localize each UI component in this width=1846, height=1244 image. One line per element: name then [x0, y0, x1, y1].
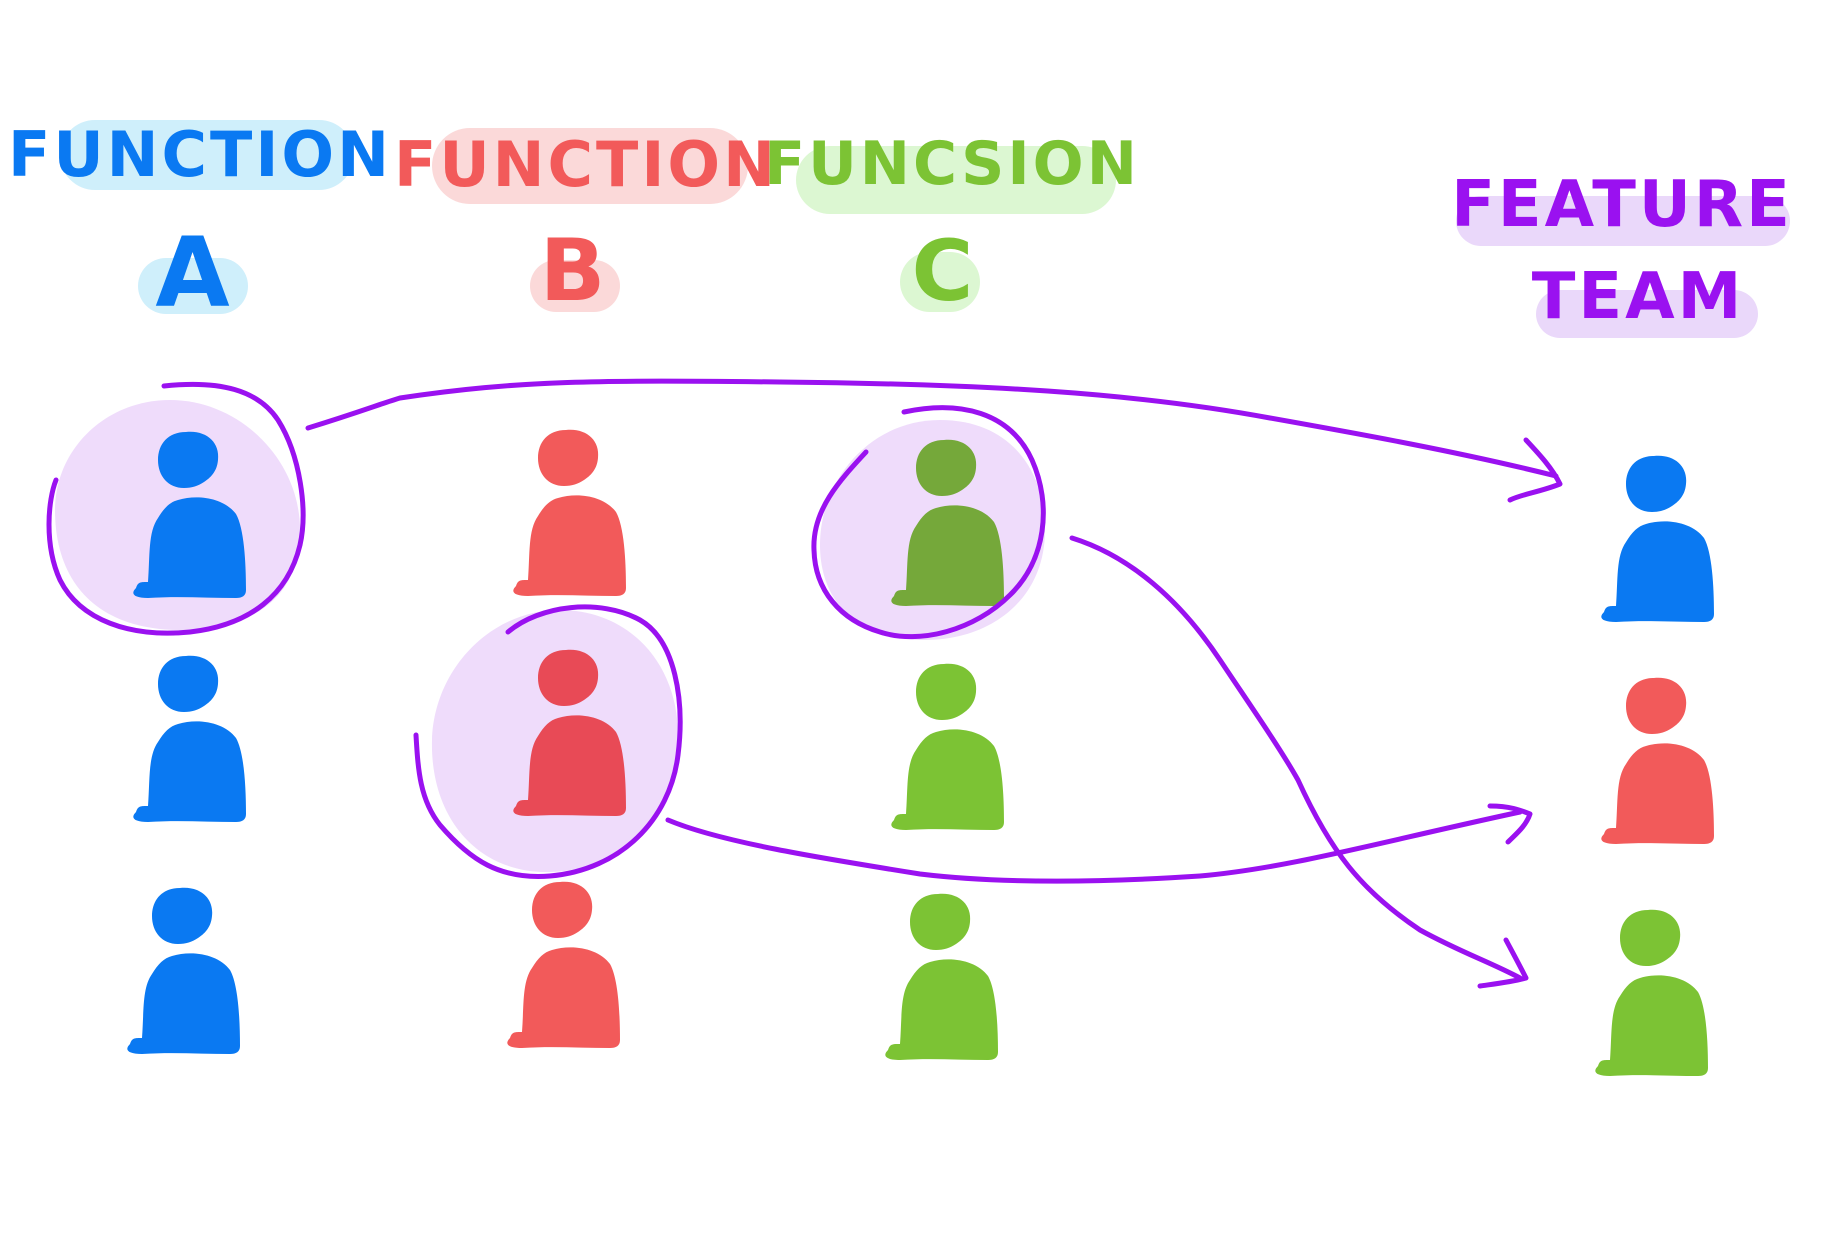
function-c-heading-highlight	[796, 146, 1116, 214]
person-icon-a3	[127, 887, 240, 1054]
function-a-heading-letter: A	[155, 217, 232, 329]
feature-team-heading: FEATURE TEAM	[1451, 168, 1793, 338]
feature-team-heading-line1: FEATURE	[1451, 168, 1793, 242]
selection-circle-c	[811, 405, 1046, 640]
function-a-letter-highlight	[138, 258, 248, 314]
person-icon-c2	[891, 663, 1004, 830]
function-a-heading-word: FUNCTION	[8, 118, 392, 191]
selection-circle-a	[46, 381, 306, 636]
selection-circle-b	[413, 604, 683, 880]
person-icon-team-red	[1601, 677, 1714, 844]
arrow-b-to-team	[665, 809, 1523, 884]
function-c-heading: FUNCSION C	[764, 129, 1140, 320]
arrow-head-c	[1477, 937, 1529, 989]
arrow-a-to-team	[305, 378, 1559, 479]
feature-team-heading-line2: TEAM	[1532, 260, 1745, 334]
arrows	[305, 378, 1563, 989]
function-a-heading: FUNCTION A	[8, 118, 392, 329]
arrow-c-to-team	[1069, 535, 1523, 981]
function-b-heading-highlight	[432, 128, 748, 204]
feature-team-line1-highlight	[1456, 196, 1790, 246]
arrow-head-a	[1507, 437, 1563, 503]
person-icon-team-blue	[1601, 455, 1714, 622]
person-icon-c3	[885, 893, 998, 1060]
function-b-letter-highlight	[530, 260, 620, 312]
function-b-heading-letter: B	[540, 221, 609, 321]
function-c-heading-word: FUNCSION	[764, 129, 1140, 199]
arrow-head-b	[1487, 803, 1533, 845]
person-icon-a2	[133, 655, 246, 822]
person-icon-team-green	[1595, 909, 1708, 1076]
function-a-heading-highlight	[60, 120, 354, 190]
function-c-letter-highlight	[900, 252, 980, 312]
function-b-heading: FUNCTION B	[394, 128, 778, 321]
function-b-heading-word: FUNCTION	[394, 128, 778, 201]
feature-team-line2-highlight	[1536, 290, 1758, 338]
person-icon-b1	[513, 429, 626, 596]
function-c-heading-letter: C	[912, 222, 977, 320]
selection-outlines	[46, 381, 1046, 880]
person-icon-b3	[507, 881, 620, 1048]
